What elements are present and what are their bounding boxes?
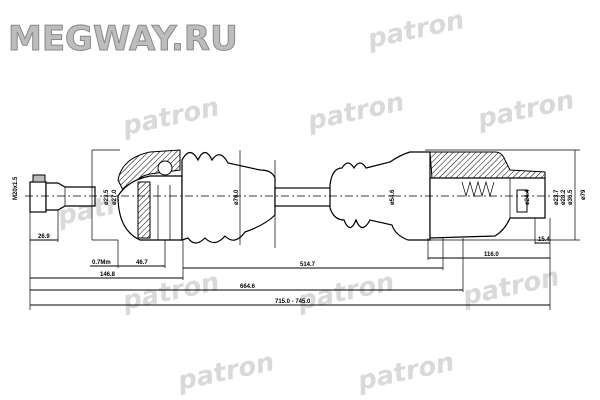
- patron-watermark: patron: [304, 87, 407, 137]
- outer-boot: [181, 151, 276, 248]
- dim-label: ø76.0: [234, 189, 240, 205]
- inner-joint-housing: [429, 151, 546, 239]
- dim-label: ø79: [581, 189, 587, 200]
- patron-watermark: patron: [294, 267, 397, 317]
- dim-label: 664.6: [240, 284, 256, 290]
- patron-watermark: patron: [119, 267, 222, 317]
- patron-watermark: patron: [354, 347, 457, 397]
- patron-watermark: patron: [474, 85, 577, 135]
- dim-label: 26.9: [38, 234, 50, 240]
- outer-stub: [29, 174, 96, 213]
- site-watermark: MEGWAY.RU: [8, 19, 238, 59]
- extension-lines: [29, 149, 580, 310]
- dimension-lines: [30, 239, 550, 306]
- dim-label: 116.0: [484, 252, 499, 258]
- outer-cv-joint: [117, 149, 183, 241]
- patron-watermark: patron: [119, 92, 222, 142]
- dim-label: ø23.5: [104, 189, 110, 205]
- dim-label: 514.7: [300, 262, 316, 268]
- dim-label: 146.8: [100, 272, 116, 278]
- dim-label: ø28.2: [561, 189, 567, 205]
- dim-label: 46.7: [136, 260, 148, 266]
- patron-watermark: patron: [174, 347, 277, 397]
- dim-label: ø24.4: [525, 189, 531, 205]
- dim-label: 0.7Mm: [92, 260, 111, 266]
- dim-label: 15.4: [538, 237, 550, 243]
- thread-label: M20x1.5: [13, 176, 19, 200]
- dim-label: ø36.5: [568, 189, 574, 205]
- dim-label: ø54.6: [390, 189, 396, 205]
- dim-label: 715.0 - 745.0: [275, 299, 311, 305]
- dimension-labels: M20x1.5 ø23.5 ø27.0 ø76.0 ø54.6 ø24.4 ø2…: [13, 176, 587, 305]
- patron-watermark: patron: [364, 5, 467, 55]
- dim-label: ø27.0: [112, 189, 118, 205]
- dim-label: ø23.7: [554, 189, 560, 205]
